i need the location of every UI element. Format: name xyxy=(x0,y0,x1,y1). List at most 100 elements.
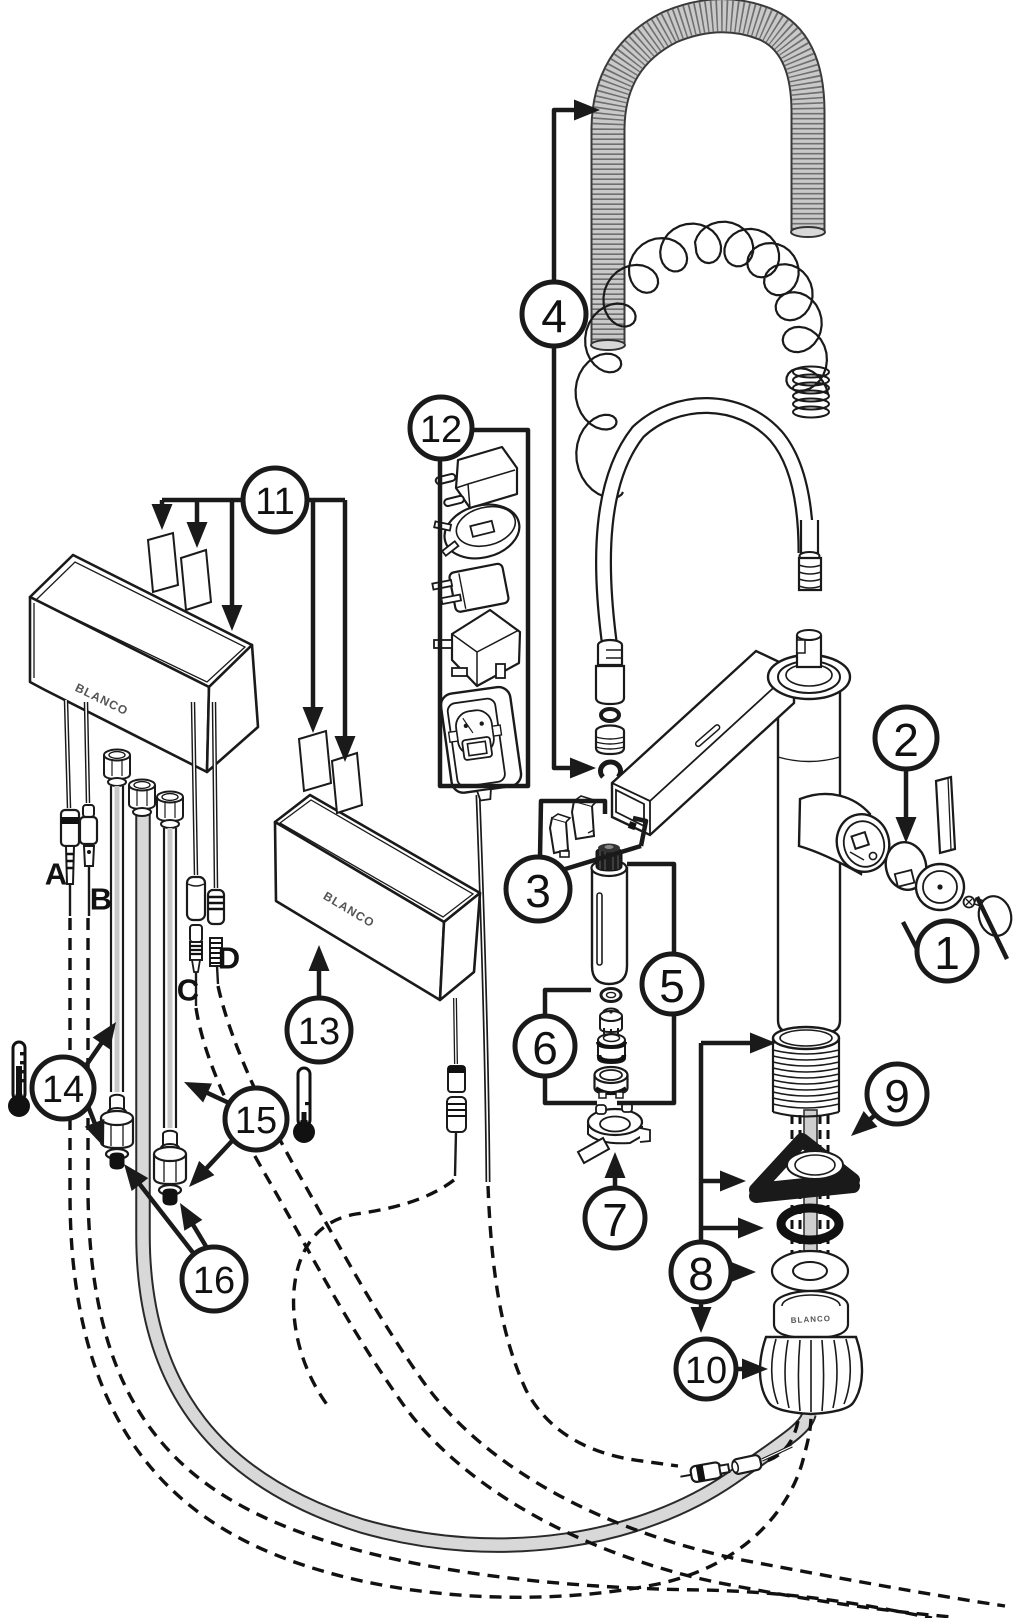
callout-10: 10 xyxy=(673,1336,768,1402)
mounting-nut: BLANCO xyxy=(758,1289,864,1416)
faucet-cable-route xyxy=(759,1420,800,1465)
thermometer-cold-icon xyxy=(293,1066,315,1143)
control-box-13: BLANCO xyxy=(273,793,482,1177)
cable-d xyxy=(206,701,226,985)
hose-top-connector xyxy=(797,520,823,592)
coiled-hose xyxy=(574,220,830,499)
callout-1: 1 xyxy=(901,896,1010,984)
hose-end-fitting-2 xyxy=(152,1129,188,1207)
callout-number-4: 4 xyxy=(541,290,567,342)
callout-4: 4 xyxy=(519,99,600,779)
callout-circle-12 xyxy=(407,394,475,462)
callout-8: 8 xyxy=(668,1032,776,1333)
callout-circle-6 xyxy=(512,1013,578,1079)
hose-letter-D: D xyxy=(218,941,240,976)
callout-circle-1 xyxy=(914,918,980,984)
callout-circle-8 xyxy=(668,1239,734,1305)
threaded-shank xyxy=(771,1025,841,1118)
cable-b xyxy=(78,701,99,916)
fixing-clips xyxy=(548,795,599,858)
cartridge-insert xyxy=(596,1033,627,1065)
callout-11: 11 xyxy=(151,465,356,762)
top-pin xyxy=(795,629,823,669)
plug-uk xyxy=(433,608,522,688)
hose-letter-B: B xyxy=(90,882,112,917)
corrugated-hose xyxy=(590,0,826,351)
callout-number-1: 1 xyxy=(934,927,960,979)
callout-number-11: 11 xyxy=(255,481,294,523)
callout-number-10: 10 xyxy=(685,1350,727,1392)
callout-number-16: 16 xyxy=(193,1260,235,1302)
seal-cup xyxy=(593,1065,629,1099)
cable-b-route xyxy=(86,918,933,1618)
callout-circle-4 xyxy=(519,279,589,349)
o-ring-seal xyxy=(776,1203,844,1245)
callout-circle-5 xyxy=(639,951,705,1017)
power-supply-cable xyxy=(475,794,491,1183)
callout-circle-15 xyxy=(222,1085,290,1153)
callout-circle-2 xyxy=(872,704,940,772)
cable-d-route xyxy=(216,985,1006,1608)
callout-circle-14 xyxy=(29,1054,97,1122)
callout-circle-10 xyxy=(673,1336,739,1402)
callout-number-3: 3 xyxy=(525,865,551,917)
hose-letter-C: C xyxy=(177,973,199,1008)
base-washer xyxy=(770,1249,850,1293)
box-13-cable xyxy=(446,997,467,1177)
callout-circle-16 xyxy=(179,1244,249,1314)
callout-circle-7 xyxy=(582,1185,648,1251)
cable-c xyxy=(185,701,207,1006)
power-supply-unit xyxy=(439,685,523,802)
callout-number-13: 13 xyxy=(298,1011,340,1053)
plug-au xyxy=(433,503,521,560)
sticker-labels xyxy=(146,531,364,815)
callout-15: 15 xyxy=(184,1082,290,1187)
small-seal-ring xyxy=(599,707,621,723)
swivel-collar xyxy=(766,653,852,701)
callout-14: 14 xyxy=(29,1022,116,1147)
hose-end-fitting-1 xyxy=(99,1093,135,1171)
outlet-hose xyxy=(594,397,823,779)
seal-stack xyxy=(593,987,629,1099)
hose-coupling xyxy=(594,638,626,706)
faucet-body xyxy=(610,629,891,1034)
plug-us xyxy=(431,562,510,613)
braided-hose-2-gray xyxy=(128,778,156,817)
handle-cap xyxy=(977,895,1013,937)
hose-letter-A: A xyxy=(45,857,67,892)
callout-7: 7 xyxy=(582,1152,648,1251)
plug-eu xyxy=(434,445,519,510)
spout-arm xyxy=(610,649,796,837)
valve-piston xyxy=(599,1007,623,1035)
control-box-left: BLANCO xyxy=(28,553,260,774)
spray-cartridge xyxy=(590,843,629,986)
c-clip xyxy=(598,759,623,779)
cable-a-route xyxy=(68,918,813,1599)
threaded-bushing xyxy=(594,724,626,756)
lever-handle xyxy=(914,775,966,912)
lock-ring xyxy=(576,1102,651,1165)
callout-number-7: 7 xyxy=(602,1194,628,1246)
handle-mount-cylinder xyxy=(797,792,891,876)
control-box-cable-route xyxy=(291,1178,456,1408)
braided-hose-3 xyxy=(156,790,184,1128)
callout-number-6: 6 xyxy=(532,1022,558,1074)
callout-number-9: 9 xyxy=(884,1070,910,1122)
power-cable-route xyxy=(486,1185,679,1468)
callout-number-2: 2 xyxy=(893,714,919,766)
escutcheon-disc xyxy=(884,841,928,891)
callout-circle-3 xyxy=(503,854,573,924)
cable-a xyxy=(59,699,81,916)
callout-3: 3 xyxy=(503,798,649,924)
callout-number-15: 15 xyxy=(235,1100,277,1142)
callout-6: 6 xyxy=(512,987,597,1106)
left-box-hoses xyxy=(59,699,226,1128)
callout-circle-9 xyxy=(864,1061,930,1127)
callout-13: 13 xyxy=(284,945,354,1065)
callout-12: 12 xyxy=(407,394,531,789)
callout-number-14: 14 xyxy=(42,1069,84,1111)
callout-number-8: 8 xyxy=(688,1248,714,1300)
nut-brand-label: BLANCO xyxy=(791,1314,832,1325)
handle-parts xyxy=(884,775,1013,937)
